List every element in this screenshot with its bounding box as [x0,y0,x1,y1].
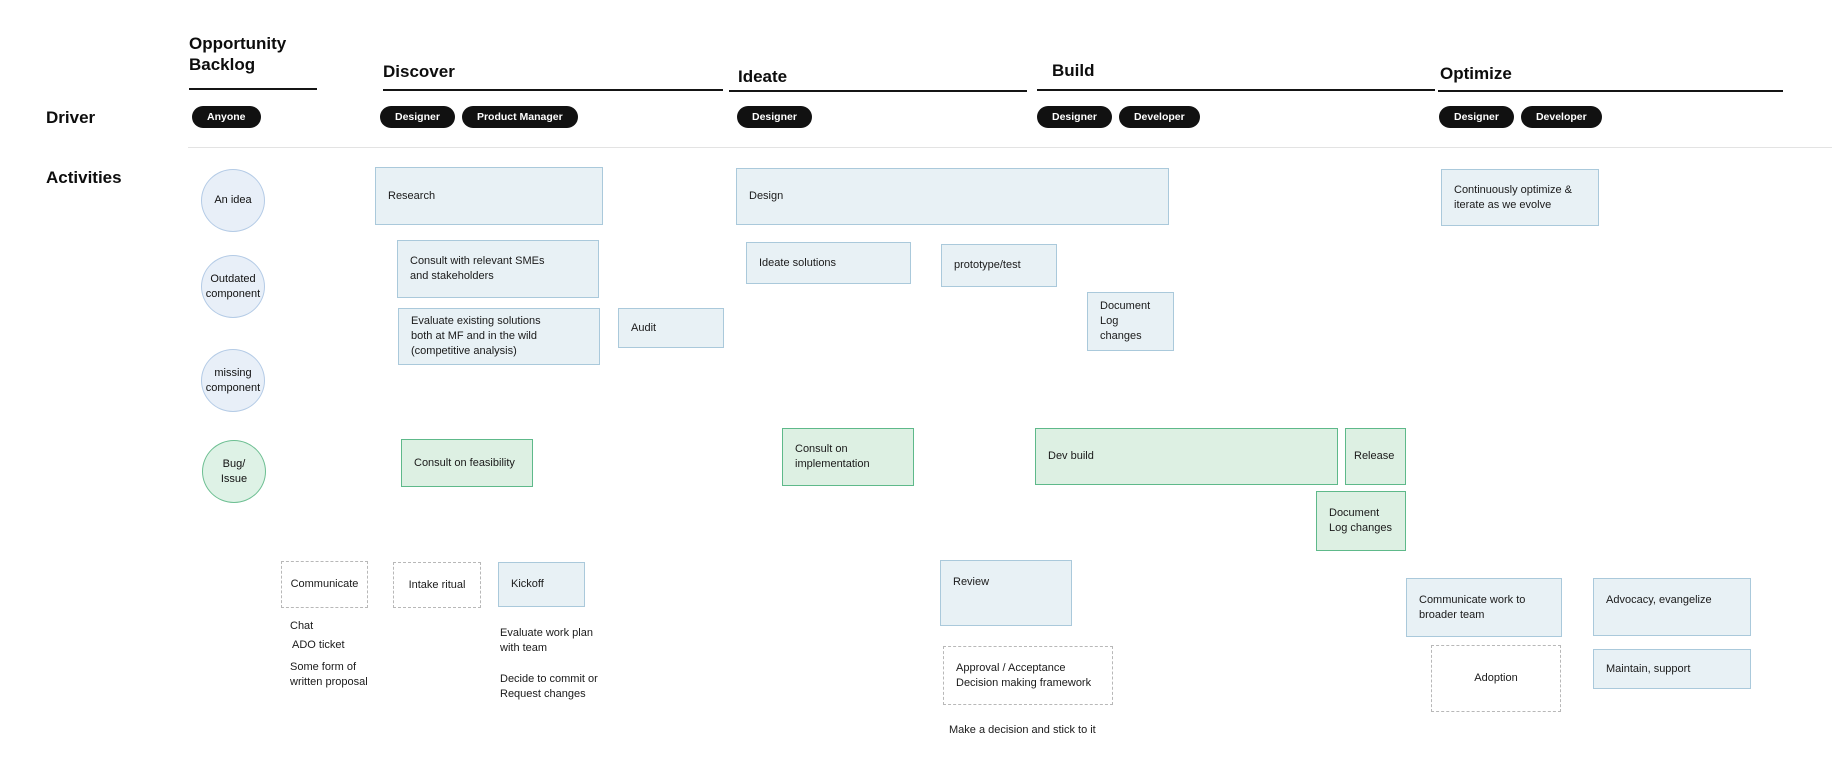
driver-pills-opportunity-backlog: Anyone [192,106,261,128]
section-title-ideate: Ideate [738,67,788,86]
driver-pill-designer[interactable]: Designer [1037,106,1112,128]
section-underline-discover [383,89,723,91]
card-consult-smes[interactable]: Consult with relevant SMEs and stakehold… [397,240,599,298]
driver-pill-developer[interactable]: Developer [1118,106,1200,128]
card-consult-feasibility[interactable]: Consult on feasibility [401,439,533,487]
card-research[interactable]: Research [375,167,603,225]
row-label-activities: Activities [46,168,122,187]
note-chat: Chat [290,620,314,632]
card-advocacy-evangelize[interactable]: Advocacy, evangelize [1593,578,1751,636]
driver-pills-build: Designer Developer [1037,106,1200,128]
card-ideate-solutions[interactable]: Ideate solutions [746,242,911,284]
card-consult-implementation[interactable]: Consult on implementation [782,428,914,486]
driver-pills-ideate: Designer [737,106,812,128]
card-communicate-work[interactable]: Communicate work to broader team [1406,578,1562,637]
card-maintain-support[interactable]: Maintain, support [1593,649,1751,689]
driver-pill-designer[interactable]: Designer [737,106,812,128]
card-intake-ritual[interactable]: Intake ritual [393,562,481,608]
card-document-log-changes-ideate[interactable]: Document Log changes [1087,292,1174,351]
driver-pill-anyone[interactable]: Anyone [192,106,261,128]
circle-an-idea[interactable]: An idea [201,169,265,232]
row-label-driver: Driver [46,108,96,127]
card-continuously-optimize[interactable]: Continuously optimize & iterate as we ev… [1441,169,1599,226]
note-ado-ticket: ADO ticket [292,639,345,651]
card-document-log-changes-build[interactable]: Document Log changes [1316,491,1406,551]
driver-pill-designer[interactable]: Designer [1439,106,1514,128]
section-underline-opportunity-backlog [189,88,317,90]
note-make-decision: Make a decision and stick to it [949,724,1096,736]
section-title-optimize: Optimize [1440,64,1512,83]
card-kickoff[interactable]: Kickoff [498,562,585,607]
note-evaluate-plan: Evaluate work plan with team [500,627,593,655]
driver-pills-optimize: Designer Developer [1439,106,1602,128]
driver-activities-divider [188,147,1832,148]
card-dev-build[interactable]: Dev build [1035,428,1338,485]
section-underline-ideate [729,90,1027,92]
driver-pill-product-manager[interactable]: Product Manager [461,106,578,128]
card-approval-acceptance[interactable]: Approval / Acceptance Decision making fr… [943,646,1113,705]
driver-pills-discover: Designer Product Manager [380,106,578,128]
driver-pill-developer[interactable]: Developer [1520,106,1602,128]
circle-missing-component[interactable]: missing component [201,349,265,412]
card-communicate[interactable]: Communicate [281,561,368,608]
card-prototype-test[interactable]: prototype/test [941,244,1057,287]
section-title-build: Build [1052,61,1095,80]
driver-pill-designer[interactable]: Designer [380,106,455,128]
card-evaluate-existing[interactable]: Evaluate existing solutions both at MF a… [398,308,600,365]
circle-bug-issue[interactable]: Bug/ Issue [202,440,266,503]
card-audit[interactable]: Audit [618,308,724,348]
card-adoption[interactable]: Adoption [1431,645,1561,712]
card-review[interactable]: Review [940,560,1072,626]
note-decide-commit: Decide to commit or Request changes [500,673,598,701]
section-title-opportunity-backlog: Opportunity Backlog [189,34,287,75]
note-written-proposal: Some form of written proposal [290,661,368,689]
card-design[interactable]: Design [736,168,1169,225]
section-underline-optimize [1438,90,1783,92]
section-title-discover: Discover [383,62,455,81]
card-release[interactable]: Release [1345,428,1406,485]
circle-outdated-component[interactable]: Outdated component [201,255,265,318]
section-underline-build [1037,89,1435,91]
